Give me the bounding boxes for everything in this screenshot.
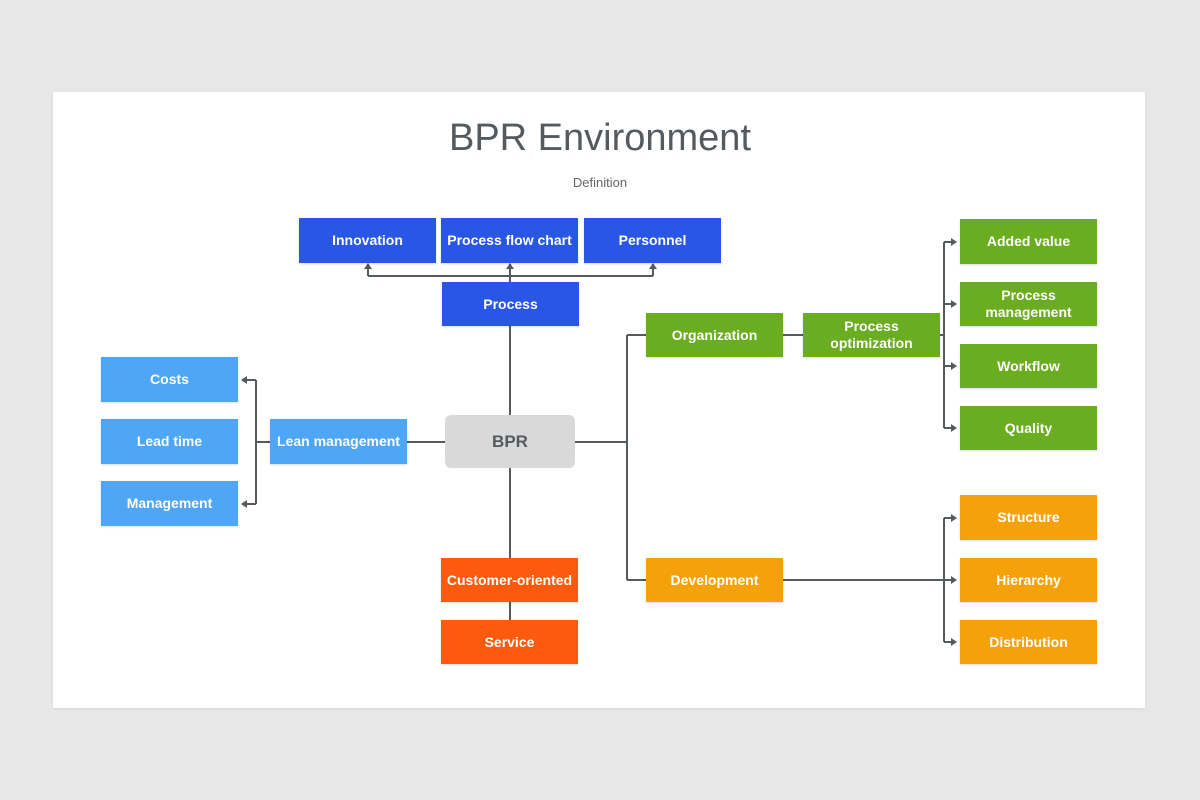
node-structure[interactable]: Structure (960, 495, 1097, 540)
node-workflow[interactable]: Workflow (960, 344, 1097, 388)
node-organization[interactable]: Organization (646, 313, 783, 357)
node-hierarchy[interactable]: Hierarchy (960, 558, 1097, 602)
node-costs[interactable]: Costs (101, 357, 238, 402)
node-added-value[interactable]: Added value (960, 219, 1097, 264)
node-customer-oriented[interactable]: Customer-oriented (441, 558, 578, 602)
node-bpr[interactable]: BPR (445, 415, 575, 468)
node-service[interactable]: Service (441, 620, 578, 664)
node-development[interactable]: Development (646, 558, 783, 602)
diagram-title: BPR Environment (448, 117, 751, 159)
node-process[interactable]: Process (442, 282, 579, 326)
node-lead-time[interactable]: Lead time (101, 419, 238, 464)
node-distribution[interactable]: Distribution (960, 620, 1097, 664)
node-quality[interactable]: Quality (960, 406, 1097, 450)
node-process-optimization[interactable]: Process optimization (803, 313, 940, 357)
diagram-subtitle: Definition (572, 175, 628, 190)
node-management[interactable]: Management (101, 481, 238, 526)
node-process-management[interactable]: Process management (960, 282, 1097, 326)
node-innovation[interactable]: Innovation (299, 218, 436, 263)
node-lean-management[interactable]: Lean management (270, 419, 407, 464)
node-personnel[interactable]: Personnel (584, 218, 721, 263)
node-process-flow-chart[interactable]: Process flow chart (441, 218, 578, 263)
